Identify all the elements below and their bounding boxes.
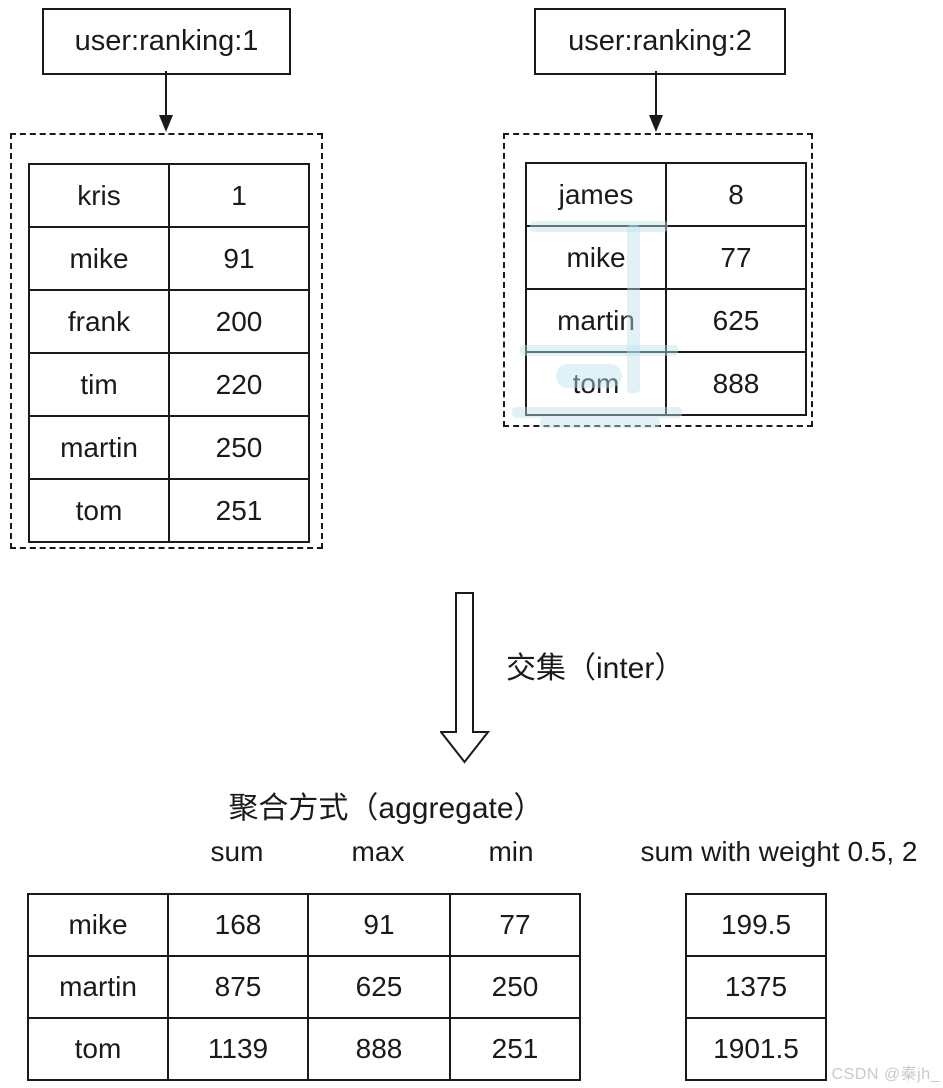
intersection-label: 交集（inter） — [506, 652, 685, 685]
sum-cell: 168 — [167, 893, 309, 957]
faint-stamp-mark — [540, 418, 660, 428]
member-cell: martin — [28, 415, 170, 480]
table-row: tom 251 — [28, 478, 310, 543]
min-cell: 77 — [449, 893, 581, 957]
score-cell: 200 — [168, 289, 310, 354]
score-cell: 625 — [665, 288, 807, 353]
member-cell: frank — [28, 289, 170, 354]
aggregate-results-table: mike 168 91 77 martin 875 625 250 tom 11… — [27, 893, 581, 1081]
set1-dashed-container: kris 1 mike 91 frank 200 tim 220 martin … — [10, 133, 323, 549]
table-row: mike 77 — [525, 225, 807, 290]
table-row: martin 625 — [525, 288, 807, 353]
key-box-user-ranking-1: user:ranking:1 — [42, 8, 291, 75]
table-row: frank 200 — [28, 289, 310, 354]
column-header-sum: sum — [210, 836, 264, 867]
table-row: 1901.5 — [685, 1017, 827, 1081]
aggregate-title: 聚合方式（aggregate） — [228, 792, 544, 825]
table-row: mike 168 91 77 — [27, 893, 581, 957]
table-row: martin 875 625 250 — [27, 955, 581, 1019]
member-cell: tim — [28, 352, 170, 417]
table-row: martin 250 — [28, 415, 310, 480]
weighted-sum-cell: 1901.5 — [685, 1017, 827, 1081]
key-label-1: user:ranking:1 — [74, 25, 259, 57]
table-row: tom 888 — [525, 351, 807, 416]
set2-dashed-container: james 8 mike 77 martin 625 tom 888 — [503, 133, 813, 427]
member-cell: mike — [27, 893, 169, 957]
min-cell: 251 — [449, 1017, 581, 1081]
weighted-sum-cell: 1375 — [685, 955, 827, 1019]
member-cell: mike — [28, 226, 170, 291]
member-cell: tom — [525, 351, 667, 416]
max-cell: 888 — [307, 1017, 451, 1081]
score-cell: 1 — [168, 163, 310, 228]
key-label-2: user:ranking:2 — [568, 25, 752, 57]
column-header-max: max — [351, 836, 405, 867]
weighted-results-table: 199.5 1375 1901.5 — [685, 893, 827, 1081]
faint-stamp-mark — [512, 407, 682, 418]
member-cell: kris — [28, 163, 170, 228]
score-cell: 220 — [168, 352, 310, 417]
column-header-min: min — [488, 836, 534, 867]
faint-stamp-mark — [530, 221, 668, 232]
min-cell: 250 — [449, 955, 581, 1019]
arrow-down-icon — [649, 71, 663, 132]
member-cell: martin — [525, 288, 667, 353]
member-cell: tom — [28, 478, 170, 543]
faint-stamp-mark — [627, 225, 640, 393]
set1-table: kris 1 mike 91 frank 200 tim 220 martin … — [28, 163, 310, 543]
score-cell: 250 — [168, 415, 310, 480]
score-cell: 77 — [665, 225, 807, 290]
member-cell: tom — [27, 1017, 169, 1081]
score-cell: 91 — [168, 226, 310, 291]
max-cell: 91 — [307, 893, 451, 957]
member-cell: martin — [27, 955, 169, 1019]
table-row: kris 1 — [28, 163, 310, 228]
column-header-sum-with-weight: sum with weight 0.5, 2 — [640, 836, 918, 867]
member-cell: mike — [525, 225, 667, 290]
max-cell: 625 — [307, 955, 451, 1019]
big-hollow-arrow-down-icon — [440, 592, 490, 764]
key-box-user-ranking-2: user:ranking:2 — [534, 8, 786, 75]
arrow-down-icon — [159, 71, 173, 132]
sum-cell: 875 — [167, 955, 309, 1019]
set2-table: james 8 mike 77 martin 625 tom 888 — [525, 162, 807, 416]
score-cell: 888 — [665, 351, 807, 416]
csdn-watermark: CSDN @秦jh_ — [831, 1066, 940, 1083]
sum-cell: 1139 — [167, 1017, 309, 1081]
table-row: tom 1139 888 251 — [27, 1017, 581, 1081]
table-row: 1375 — [685, 955, 827, 1019]
score-cell: 8 — [665, 162, 807, 227]
faint-stamp-mark — [520, 345, 678, 356]
table-row: 199.5 — [685, 893, 827, 957]
faint-stamp-mark — [556, 364, 622, 388]
table-row: james 8 — [525, 162, 807, 227]
member-cell: james — [525, 162, 667, 227]
table-row: tim 220 — [28, 352, 310, 417]
table-row: mike 91 — [28, 226, 310, 291]
score-cell: 251 — [168, 478, 310, 543]
weighted-sum-cell: 199.5 — [685, 893, 827, 957]
